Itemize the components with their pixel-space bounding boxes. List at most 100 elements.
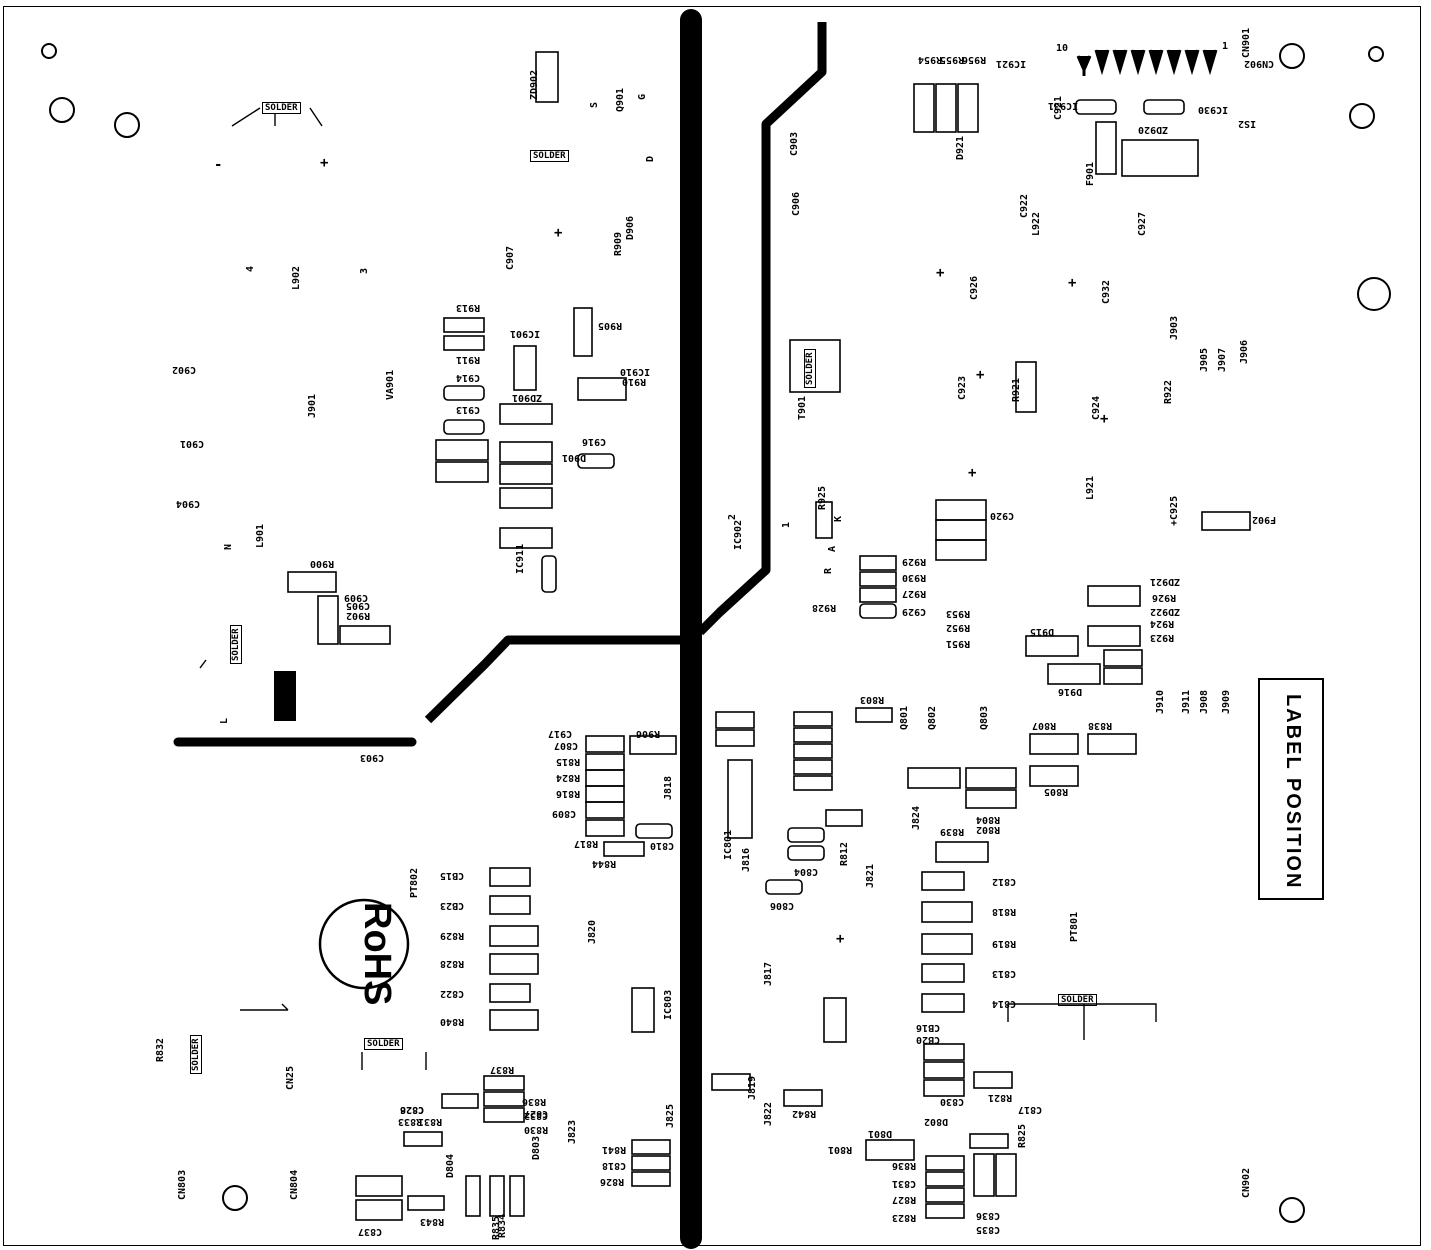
isolation-trace-left xyxy=(424,635,691,724)
resistor-outline xyxy=(965,789,1017,809)
mounting-hole xyxy=(49,97,75,123)
component-designator: C904 xyxy=(176,498,201,509)
resistor-outline xyxy=(859,571,897,587)
resistor-outline xyxy=(509,1175,525,1217)
solder-tag: SOLDER xyxy=(230,625,242,664)
capacitor-outline xyxy=(995,1153,1017,1197)
ic-outline xyxy=(727,759,753,839)
polarity-mark: + xyxy=(1068,275,1077,291)
fuse-block xyxy=(274,671,296,721)
component-designator: C807 xyxy=(554,740,579,751)
resistor-outline xyxy=(631,1139,671,1155)
component-designator: R802 xyxy=(976,824,1001,835)
mounting-hole xyxy=(1357,277,1391,311)
capacitor-outline xyxy=(787,845,825,861)
capacitor-outline xyxy=(765,879,803,895)
isolation-trace-right xyxy=(696,22,827,636)
resistor-outline xyxy=(925,1155,965,1171)
diode-outline xyxy=(1047,663,1101,685)
component-designator: R821 xyxy=(988,1092,1013,1103)
mounting-hole xyxy=(222,1185,248,1211)
mounting-hole xyxy=(1368,46,1384,62)
component-designator: C806 xyxy=(770,900,795,911)
component-designator: R836 xyxy=(892,1160,917,1171)
component-designator-vertical: L921 xyxy=(1085,475,1096,500)
component-designator: R953 xyxy=(946,608,971,619)
component-designator: R841 xyxy=(602,1144,627,1155)
resistor-outline xyxy=(585,801,625,819)
zener-outline xyxy=(535,51,559,103)
component-designator: IC921 xyxy=(996,58,1027,69)
component-designator: C914 xyxy=(456,372,481,383)
component-designator: C835 xyxy=(976,1224,1001,1235)
resistor-outline xyxy=(1103,649,1143,667)
component-designator-vertical: J821 xyxy=(865,863,876,888)
component-designator: C822 xyxy=(440,988,465,999)
resistor-outline xyxy=(793,711,833,727)
capacitor-outline xyxy=(443,419,485,435)
component-designator-vertical: C927 xyxy=(1137,211,1148,236)
pin-number: 1 xyxy=(1222,41,1229,52)
label-position-text: LABEL POSITION xyxy=(1282,694,1304,890)
component-designator: R818 xyxy=(992,906,1017,917)
diode-outline xyxy=(1025,635,1079,657)
capacitor-outline xyxy=(787,827,825,843)
component-designator: R826 xyxy=(600,1176,625,1187)
resistor-outline xyxy=(957,83,979,133)
resistor-outline xyxy=(1015,361,1037,413)
component-designator-vertical: R909 xyxy=(613,231,624,256)
component-designator: C810 xyxy=(650,840,675,851)
component-designator-vertical: C932 xyxy=(1101,279,1112,304)
resistor-outline xyxy=(715,711,755,729)
component-designator-vertical: L922 xyxy=(1031,211,1042,236)
component-designator: R926 xyxy=(1152,592,1177,603)
pin-letter: L xyxy=(219,717,231,725)
pin-letter: 2 xyxy=(727,513,739,521)
polarity-mark: + xyxy=(968,465,977,481)
component-designator-vertical: J817 xyxy=(763,961,774,986)
resistor-outline xyxy=(913,83,935,133)
component-designator-vertical: J906 xyxy=(1239,339,1250,364)
resistor-outline xyxy=(935,519,987,541)
component-designator-vertical: PT801 xyxy=(1069,911,1080,942)
component-designator: IC901 xyxy=(510,328,541,339)
component-designator-vertical: R812 xyxy=(839,841,850,866)
mounting-hole xyxy=(1349,103,1375,129)
mounting-hole xyxy=(1279,1197,1305,1223)
component-designator-vertical: IC911 xyxy=(515,543,526,574)
component-designator-vertical: L901 xyxy=(255,523,266,548)
resistor-outline xyxy=(489,1009,539,1031)
pin-letter: K xyxy=(833,515,845,523)
component-designator-vertical: J910 xyxy=(1155,689,1166,714)
component-designator: C814 xyxy=(992,998,1017,1009)
component-designator: R803 xyxy=(860,694,885,705)
component-designator-vertical: J903 xyxy=(1169,315,1180,340)
resistor-outline xyxy=(441,1093,479,1109)
resistor-outline xyxy=(921,901,973,923)
resistor-outline xyxy=(793,727,833,743)
component-designator: R906 xyxy=(636,728,661,739)
component-designator: IS2 xyxy=(1238,118,1257,129)
resistor-outline xyxy=(825,809,863,827)
component-designator: R839 xyxy=(940,826,965,837)
resistor-outline xyxy=(407,1195,445,1211)
component-designator: C836 xyxy=(976,1210,1001,1221)
component-designator-vertical: R922 xyxy=(1163,379,1174,404)
component-designator: ZD921 xyxy=(1150,576,1181,587)
resistor-outline xyxy=(935,83,957,133)
component-designator-vertical: J825 xyxy=(665,1103,676,1128)
capacitor-outline xyxy=(355,1199,403,1221)
component-designator-vertical: C926 xyxy=(969,275,980,300)
resistor-outline xyxy=(585,769,625,787)
resistor-outline xyxy=(631,1155,671,1171)
component-designator-vertical: PT802 xyxy=(409,867,420,898)
component-designator-vertical: ZD902 xyxy=(529,69,540,100)
resistor-outline xyxy=(339,625,391,645)
component-designator-vertical: IC801 xyxy=(723,829,734,860)
component-designator: D915 xyxy=(1030,626,1055,637)
mounting-hole xyxy=(114,112,140,138)
capacitor-outline xyxy=(489,895,531,915)
resistor-outline xyxy=(483,1075,525,1091)
capacitor-outline xyxy=(577,453,615,469)
resistor-outline xyxy=(465,1175,481,1217)
